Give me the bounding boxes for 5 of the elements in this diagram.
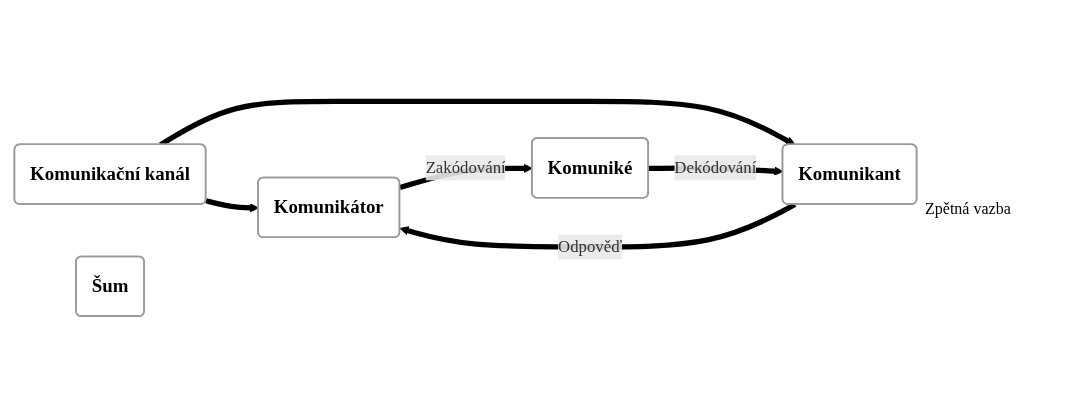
edge-label: Zakódování [425, 158, 506, 177]
edge-label: Dekódování [674, 158, 757, 177]
note-text: Zpětná vazba [925, 199, 1012, 218]
arrow [205, 197, 259, 213]
edge-label: Odpověď [558, 237, 622, 256]
